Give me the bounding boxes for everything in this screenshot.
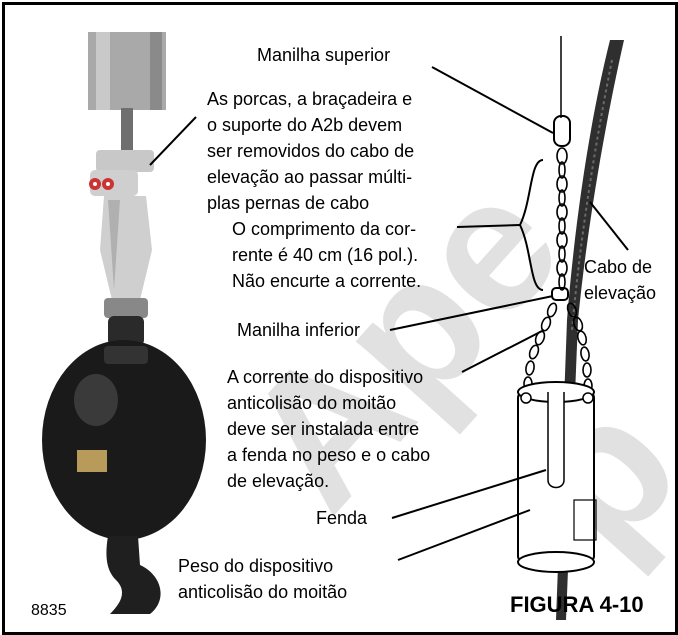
a2b-weight <box>517 381 597 573</box>
weight-slot <box>547 392 565 489</box>
label-chain-length: O comprimento da cor- rente é 40 cm (16 … <box>232 219 422 291</box>
rope-socket <box>100 196 152 300</box>
label-chain-install: A corrente do dispositivo anticolisão do… <box>227 367 431 491</box>
leader-lines <box>149 66 629 561</box>
hook-block-photo <box>42 32 206 614</box>
a2b-drawing <box>517 36 624 620</box>
clamp <box>96 150 154 172</box>
label-hoist-cable: Cabo de elevação <box>584 257 657 303</box>
label-weight: Peso do dispositivo anticolisão do moitã… <box>178 556 348 602</box>
figure-label: FIGURA 4-10 <box>510 592 644 617</box>
image-code: 8835 <box>31 602 67 619</box>
label-upper-shackle: Manilha superior <box>257 45 391 65</box>
ball-plate <box>77 450 107 472</box>
label-slot: Fenda <box>316 508 368 528</box>
lower-shackle <box>551 287 569 301</box>
label-lower-shackle: Manilha inferior <box>237 320 361 340</box>
headache-ball <box>42 340 206 540</box>
upper-shackle <box>553 115 571 147</box>
label-removal-note: As porcas, a braçadeira e o suporte do A… <box>207 89 415 213</box>
chain <box>556 147 568 291</box>
hook <box>106 536 161 614</box>
